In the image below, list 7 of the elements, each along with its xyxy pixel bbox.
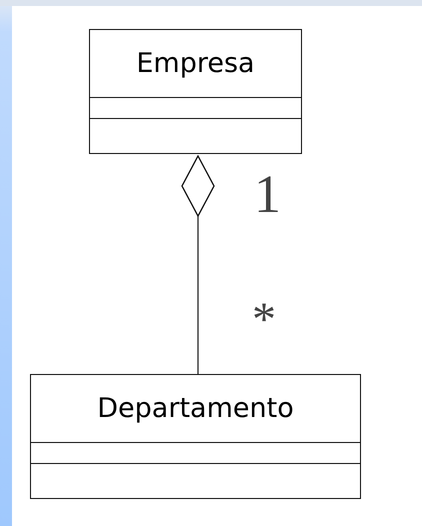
multiplicity-label: 1	[254, 167, 281, 221]
class-box	[30, 374, 361, 499]
aggregation-line	[181, 155, 215, 374]
class-name: Empresa	[136, 48, 255, 79]
class-box	[89, 29, 302, 154]
multiplicity-label: *	[252, 296, 276, 344]
class-name: Departamento	[97, 393, 294, 424]
